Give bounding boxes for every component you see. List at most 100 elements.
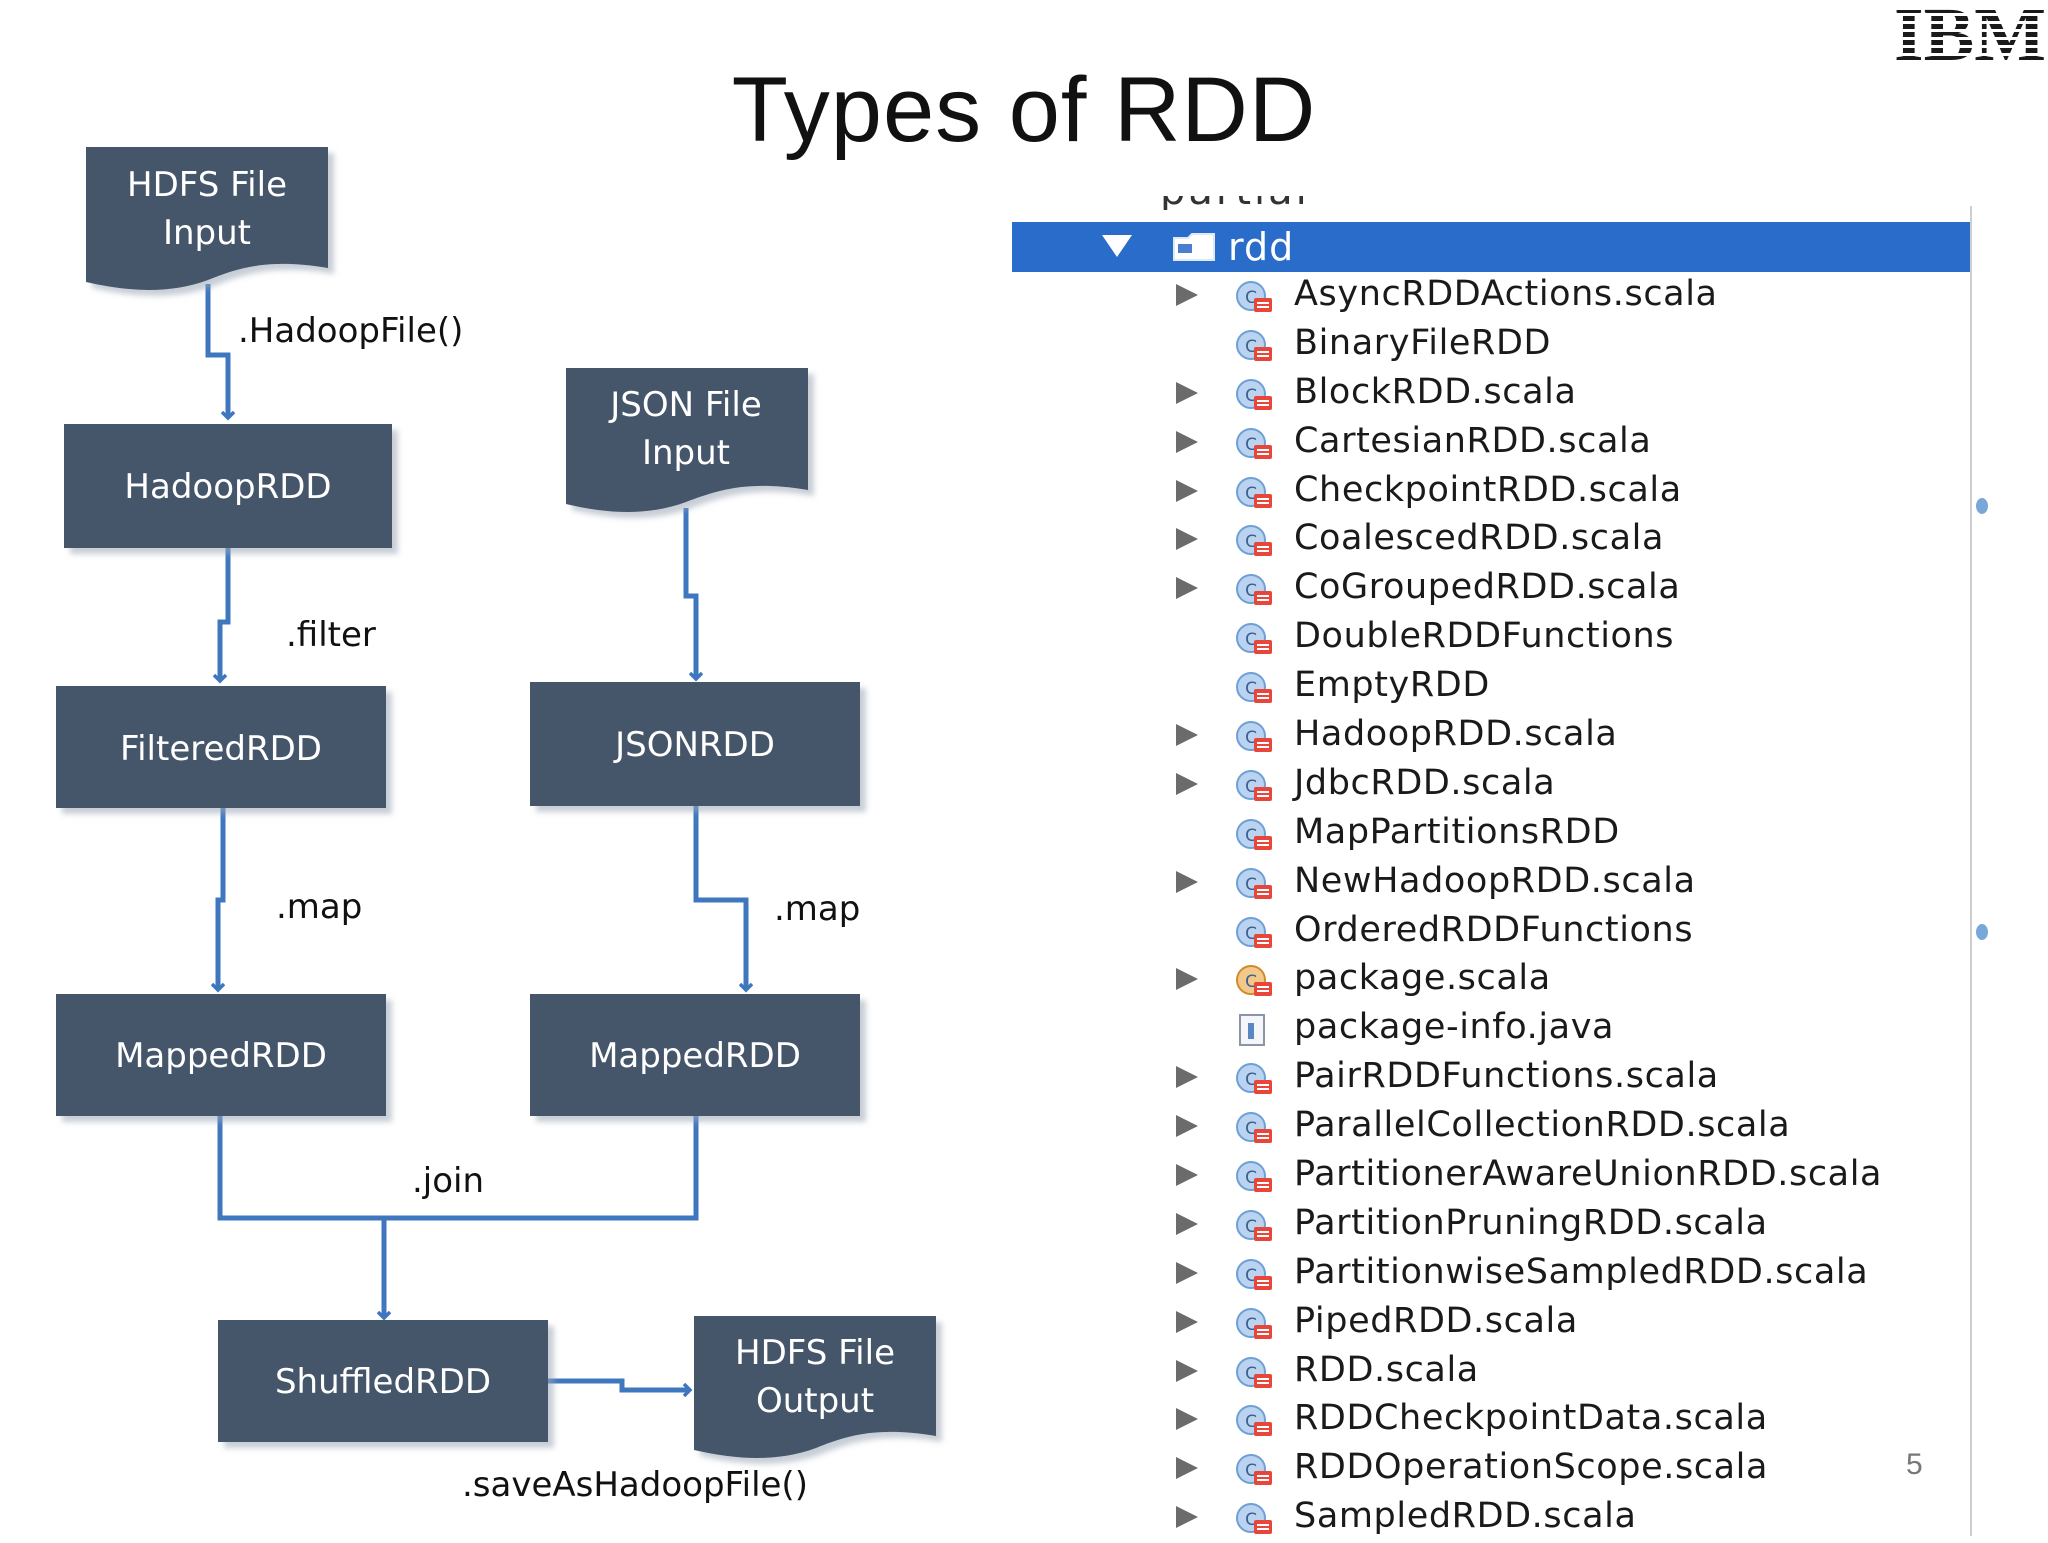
scala-class-icon: C xyxy=(1236,378,1272,410)
scala-class-icon: C xyxy=(1236,769,1272,801)
tree-item-label: ParallelCollectionRDD.scala xyxy=(1294,1105,1791,1146)
expand-arrow-icon[interactable] xyxy=(1176,1261,1198,1284)
scala-class-icon: C xyxy=(1236,818,1272,850)
tree-item[interactable]: package-info.java xyxy=(1012,1005,1972,1054)
tree-item-label: MapPartitionsRDD xyxy=(1294,811,1620,852)
tree-item[interactable]: C CheckpointRDD.scala xyxy=(1012,468,1972,517)
node-mappedrdd-right-label: MappedRDD xyxy=(589,1036,801,1076)
tree-item[interactable]: C EmptyRDD xyxy=(1012,663,1972,712)
scala-class-icon: C xyxy=(1236,672,1272,704)
expand-arrow-icon[interactable] xyxy=(1176,772,1198,795)
svg-text:C: C xyxy=(1245,630,1257,650)
scala-class-icon: C xyxy=(1236,329,1272,361)
ibm-logo: IBM xyxy=(1894,0,2046,64)
expand-arrow-icon[interactable] xyxy=(1176,1310,1198,1333)
edge-label-hadoopfile: .HadoopFile() xyxy=(238,311,463,351)
tree-panel-border xyxy=(1970,206,1972,1536)
tree-item[interactable]: C MapPartitionsRDD xyxy=(1012,810,1972,859)
node-filteredrdd-label: FilteredRDD xyxy=(120,729,322,769)
svg-text:C: C xyxy=(1245,1510,1257,1530)
tree-item-label: RDDCheckpointData.scala xyxy=(1294,1398,1768,1439)
tree-item-label: BlockRDD.scala xyxy=(1294,371,1577,412)
node-json-input-label-1: JSON File xyxy=(608,385,762,425)
rdd-flow-diagram: HDFS File Input HadoopRDD JSON File Inpu… xyxy=(56,147,936,1505)
expand-arrow-icon[interactable] xyxy=(1176,1164,1198,1187)
expand-arrow-icon[interactable] xyxy=(1176,724,1198,747)
collapse-arrow-icon[interactable] xyxy=(1102,235,1132,257)
tree-folder-rdd[interactable]: rdd xyxy=(1012,222,1972,272)
expand-arrow-icon[interactable] xyxy=(1176,1066,1198,1089)
svg-text:C: C xyxy=(1245,581,1257,601)
svg-text:C: C xyxy=(1245,826,1257,846)
scala-class-icon: C xyxy=(1236,476,1272,508)
scala-class-icon: C xyxy=(1236,1112,1272,1144)
tree-item[interactable]: C BlockRDD.scala xyxy=(1012,370,1972,419)
tree-item-label: PartitionwiseSampledRDD.scala xyxy=(1294,1251,1869,1292)
expand-arrow-icon[interactable] xyxy=(1176,870,1198,893)
expand-arrow-icon[interactable] xyxy=(1176,1506,1198,1529)
node-hdfs-output-shape xyxy=(694,1316,936,1458)
tree-item-label: BinaryFileRDD xyxy=(1294,322,1552,363)
expand-arrow-icon[interactable] xyxy=(1176,381,1198,404)
node-json-input-shape xyxy=(566,368,808,512)
edge-jsonrdd-to-mappedrdd xyxy=(693,806,746,990)
expand-arrow-icon[interactable] xyxy=(1176,1115,1198,1138)
node-mappedrdd-right-shape xyxy=(530,994,860,1116)
expand-arrow-icon[interactable] xyxy=(1176,479,1198,502)
scala-class-icon: C xyxy=(1236,281,1272,312)
tree-item-label: HadoopRDD.scala xyxy=(1294,714,1618,755)
edge-label-map-right: .map xyxy=(774,889,860,929)
scala-class-icon: C xyxy=(1236,1307,1272,1339)
tree-item[interactable]: C BinaryFileRDD xyxy=(1012,321,1972,370)
node-mappedrdd-left-label: MappedRDD xyxy=(115,1036,327,1076)
expand-arrow-icon[interactable] xyxy=(1176,1408,1198,1431)
svg-text:C: C xyxy=(1245,1315,1257,1335)
expand-arrow-icon[interactable] xyxy=(1176,1457,1198,1480)
expand-arrow-icon[interactable] xyxy=(1176,528,1198,551)
tree-item-label: RDDOperationScope.scala xyxy=(1294,1447,1769,1488)
edge-hdfs-to-hadooprdd xyxy=(205,284,228,418)
edge-label-save: .saveAsHadoopFile() xyxy=(462,1465,808,1505)
svg-text:C: C xyxy=(1245,1070,1257,1090)
tree-item-label: CoGroupedRDD.scala xyxy=(1294,567,1681,608)
scala-class-icon: C xyxy=(1236,1161,1272,1193)
svg-text:C: C xyxy=(1245,1168,1257,1188)
tree-item-label: EmptyRDD xyxy=(1294,665,1490,706)
expand-arrow-icon[interactable] xyxy=(1176,1212,1198,1235)
svg-text:C: C xyxy=(1245,679,1257,699)
tree-item[interactable]: C ParallelCollectionRDD.scala xyxy=(1012,1103,1972,1152)
scala-class-icon: C xyxy=(1236,1063,1272,1095)
svg-text:C: C xyxy=(1245,972,1257,992)
svg-text:C: C xyxy=(1245,435,1257,455)
overview-marker-icon xyxy=(1976,924,1988,940)
node-json-input-label-2: Input xyxy=(642,433,730,473)
expand-arrow-icon[interactable] xyxy=(1176,577,1198,600)
expand-arrow-icon[interactable] xyxy=(1176,430,1198,453)
node-hadooprdd-label: HadoopRDD xyxy=(124,467,331,507)
tree-item[interactable]: C CoGroupedRDD.scala xyxy=(1012,565,1972,614)
tree-item-label: CheckpointRDD.scala xyxy=(1294,469,1682,510)
expand-arrow-icon[interactable] xyxy=(1176,284,1198,306)
expand-arrow-icon[interactable] xyxy=(1176,1359,1198,1382)
expand-arrow-icon[interactable] xyxy=(1176,968,1198,991)
node-hdfs-output-label-2: Output xyxy=(756,1381,874,1421)
